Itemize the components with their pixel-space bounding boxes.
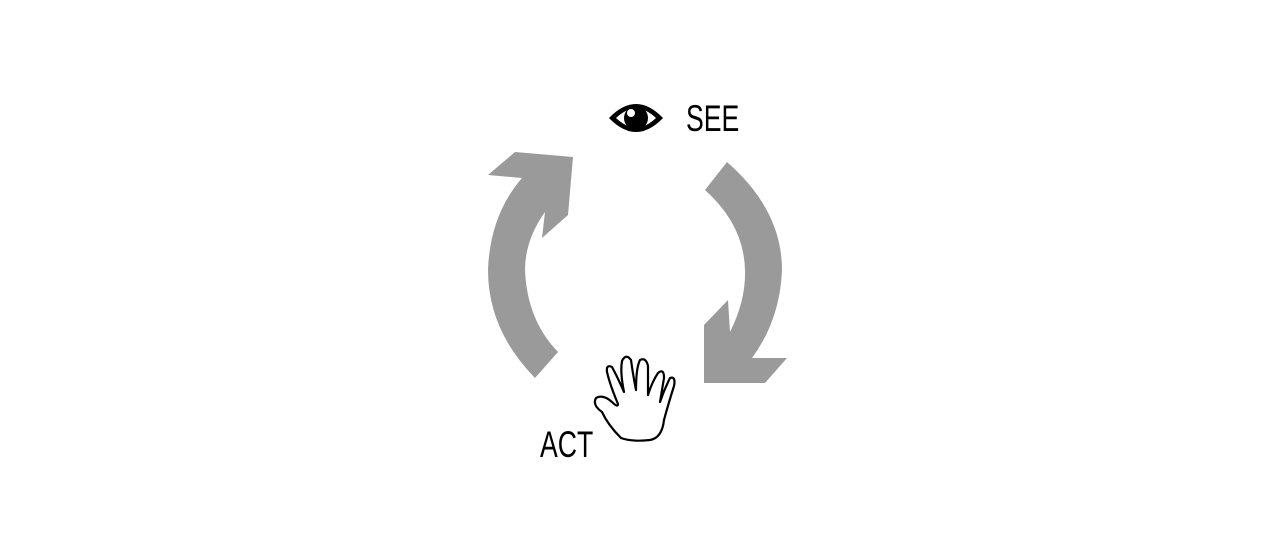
see-label: SEE	[686, 98, 739, 139]
act-label: ACT	[540, 424, 593, 465]
cycle-arrow-down-right	[704, 162, 787, 383]
hand-icon	[593, 355, 676, 442]
eye-icon	[609, 104, 663, 132]
cycle-arrow-up-left	[488, 152, 573, 378]
